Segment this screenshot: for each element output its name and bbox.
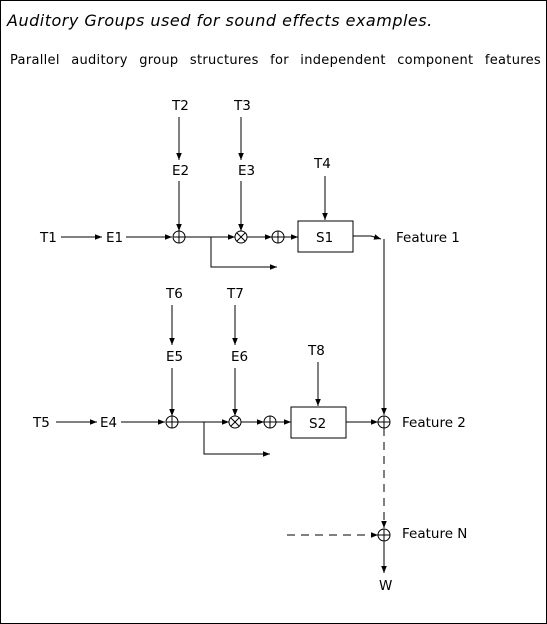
- sum-node-2a: [165, 415, 179, 429]
- e3-label: E3: [238, 163, 255, 179]
- group-1: T1 E1 T2 E2 T3 E3: [39, 98, 460, 270]
- sum-node-2b: [263, 415, 277, 429]
- t8-label: T8: [307, 343, 325, 359]
- t2-label: T2: [171, 98, 189, 114]
- e5-label: E5: [166, 349, 183, 365]
- t3-label: T3: [233, 98, 251, 114]
- output-label: W: [379, 578, 392, 594]
- t5-label: T5: [32, 415, 50, 431]
- mul-node-2: [228, 415, 242, 429]
- feature-n-label: Feature N: [402, 526, 467, 542]
- e6-label: E6: [231, 349, 248, 365]
- t7-label: T7: [226, 286, 244, 302]
- s1-box: [297, 220, 354, 253]
- sum-node-feature-2: [377, 415, 391, 429]
- group-2: T5 E4 T6 E5 T7 E6: [32, 286, 466, 457]
- feature-2-label: Feature 2: [402, 415, 466, 431]
- e1-label: E1: [106, 230, 123, 246]
- t6-label: T6: [165, 286, 183, 302]
- sum-node-feature-n: [377, 528, 391, 542]
- bypass-1-line: [210, 237, 277, 270]
- sum-node-1a: [172, 230, 186, 244]
- bypass-2-line: [203, 422, 270, 457]
- t1-label: T1: [39, 230, 57, 246]
- s1-out-arrow: [353, 234, 382, 240]
- s2-label: S2: [309, 416, 326, 432]
- e2-label: E2: [172, 163, 189, 179]
- diagram-subtitle: Parallel auditory group structures for i…: [10, 53, 541, 68]
- diagram-title: Auditory Groups used for sound effects e…: [7, 11, 433, 30]
- feature-1-label: Feature 1: [396, 230, 460, 246]
- t4-label: T4: [313, 156, 331, 172]
- s2-box: [290, 406, 347, 439]
- s1-label: S1: [316, 230, 333, 246]
- mul-node-1: [234, 230, 248, 244]
- sum-node-1b: [271, 230, 285, 244]
- e4-label: E4: [100, 415, 117, 431]
